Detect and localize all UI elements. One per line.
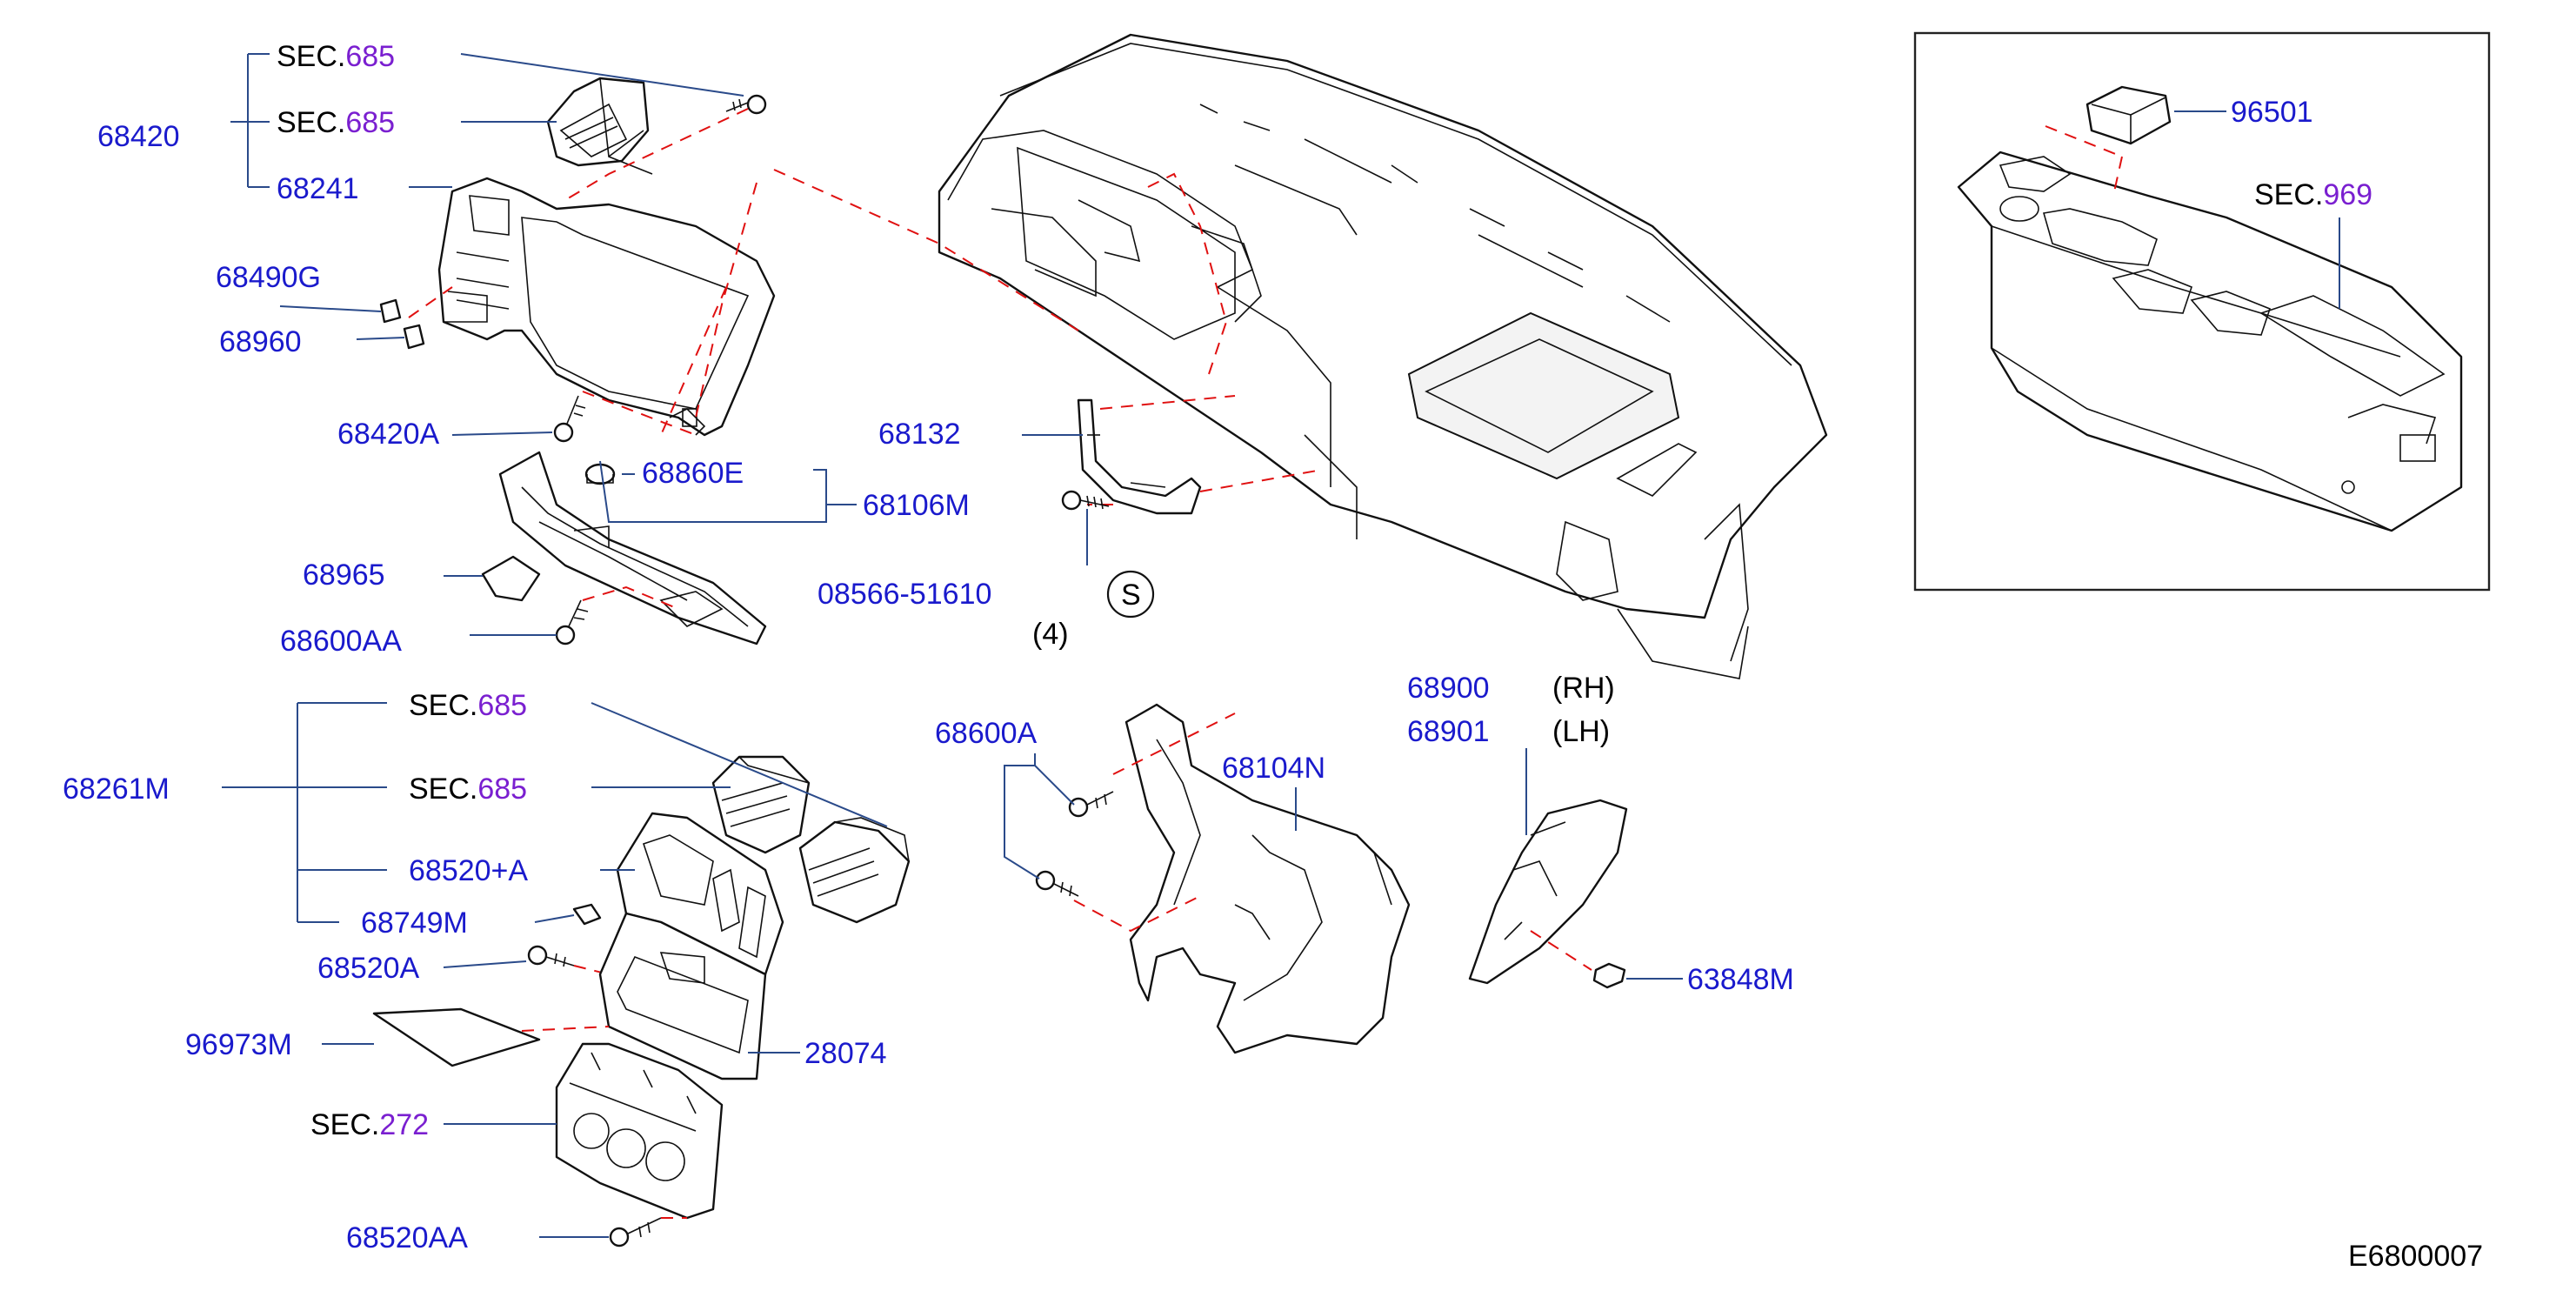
label-68520AA: 68520AA <box>346 1221 468 1254</box>
frame-28074-drawing <box>598 912 767 1080</box>
label-rh: (RH) <box>1552 672 1615 705</box>
label-sec685-fourth: SEC.685 <box>409 773 527 806</box>
inset-frame <box>1913 31 2491 592</box>
label-lh: (LH) <box>1552 715 1610 748</box>
screw-68420A-icon <box>553 395 586 443</box>
screw-68600AA-icon <box>555 599 589 646</box>
label-68420: 68420 <box>97 120 180 153</box>
clip-68749M-icon <box>572 903 602 926</box>
meter-hood-drawing <box>437 177 776 437</box>
label-96973M: 96973M <box>185 1028 292 1061</box>
pad-68490G-drawing <box>379 298 402 324</box>
center-vent-left-drawing <box>711 755 811 854</box>
part-68965-drawing <box>481 555 541 602</box>
label-68960: 68960 <box>219 325 302 358</box>
screw-08566-icon <box>1061 490 1110 511</box>
center-vent-right-drawing <box>798 817 911 924</box>
sheet-96973M-drawing <box>372 1007 541 1067</box>
clip-68860E-icon <box>584 463 616 485</box>
pad-68960-drawing <box>403 324 425 350</box>
label-96501: 96501 <box>2231 96 2313 129</box>
label-68600A: 68600A <box>935 717 1038 750</box>
s-symbol-circle <box>1106 570 1155 619</box>
screw-top-icon <box>725 94 767 115</box>
label-68600AA-top: 68600AA <box>280 625 402 658</box>
screw-68520AA-icon <box>609 1217 662 1248</box>
label-28074: 28074 <box>804 1037 887 1070</box>
label-68900: 68900 <box>1407 672 1490 705</box>
label-68520A: 68520A <box>317 952 420 985</box>
label-68420A: 68420A <box>337 418 440 451</box>
center-console-drawing <box>1957 151 2463 532</box>
label-sec685-third: SEC.685 <box>409 689 527 722</box>
label-68261M: 68261M <box>63 773 170 806</box>
label-68901: 68901 <box>1407 715 1490 748</box>
label-68490G: 68490G <box>216 261 321 294</box>
label-08566-51610: 08566-51610 <box>818 578 991 611</box>
label-sec969: SEC.969 <box>2254 178 2372 211</box>
label-68241: 68241 <box>277 172 359 205</box>
screw-68520A-icon <box>527 945 575 967</box>
part-96501-drawing <box>2085 85 2172 145</box>
label-68106M: 68106M <box>863 489 970 522</box>
bracket-68104N-drawing <box>1124 703 1411 1054</box>
label-68520-plus-A: 68520+A <box>409 854 528 887</box>
label-68860E: 68860E <box>642 457 744 490</box>
side-vent-top-drawing <box>546 77 653 175</box>
lower-cover-68106M-drawing <box>498 451 767 646</box>
instrument-panel-drawing <box>938 33 1828 679</box>
label-qty-4: (4) <box>1032 618 1069 651</box>
label-68104N: 68104N <box>1222 752 1325 785</box>
diagram-code: E6800007 <box>2348 1240 2483 1273</box>
part-68132-drawing <box>1077 398 1202 515</box>
label-sec685-second: SEC.685 <box>277 106 395 139</box>
label-68965: 68965 <box>303 559 385 592</box>
heater-control-panel-drawing <box>555 1042 724 1220</box>
label-63848M: 63848M <box>1687 963 1794 996</box>
label-s-symbol: S <box>1121 579 1141 612</box>
screw-68600A-upper-icon <box>1068 791 1114 818</box>
label-sec272: SEC.272 <box>310 1108 429 1141</box>
label-sec685-top: SEC.685 <box>277 40 395 73</box>
label-68749M: 68749M <box>361 906 468 940</box>
screw-68600A-lower-icon <box>1035 870 1079 897</box>
side-cover-68901-drawing <box>1468 799 1628 985</box>
label-68132: 68132 <box>878 418 961 451</box>
bolt-63848M-icon <box>1592 962 1626 989</box>
